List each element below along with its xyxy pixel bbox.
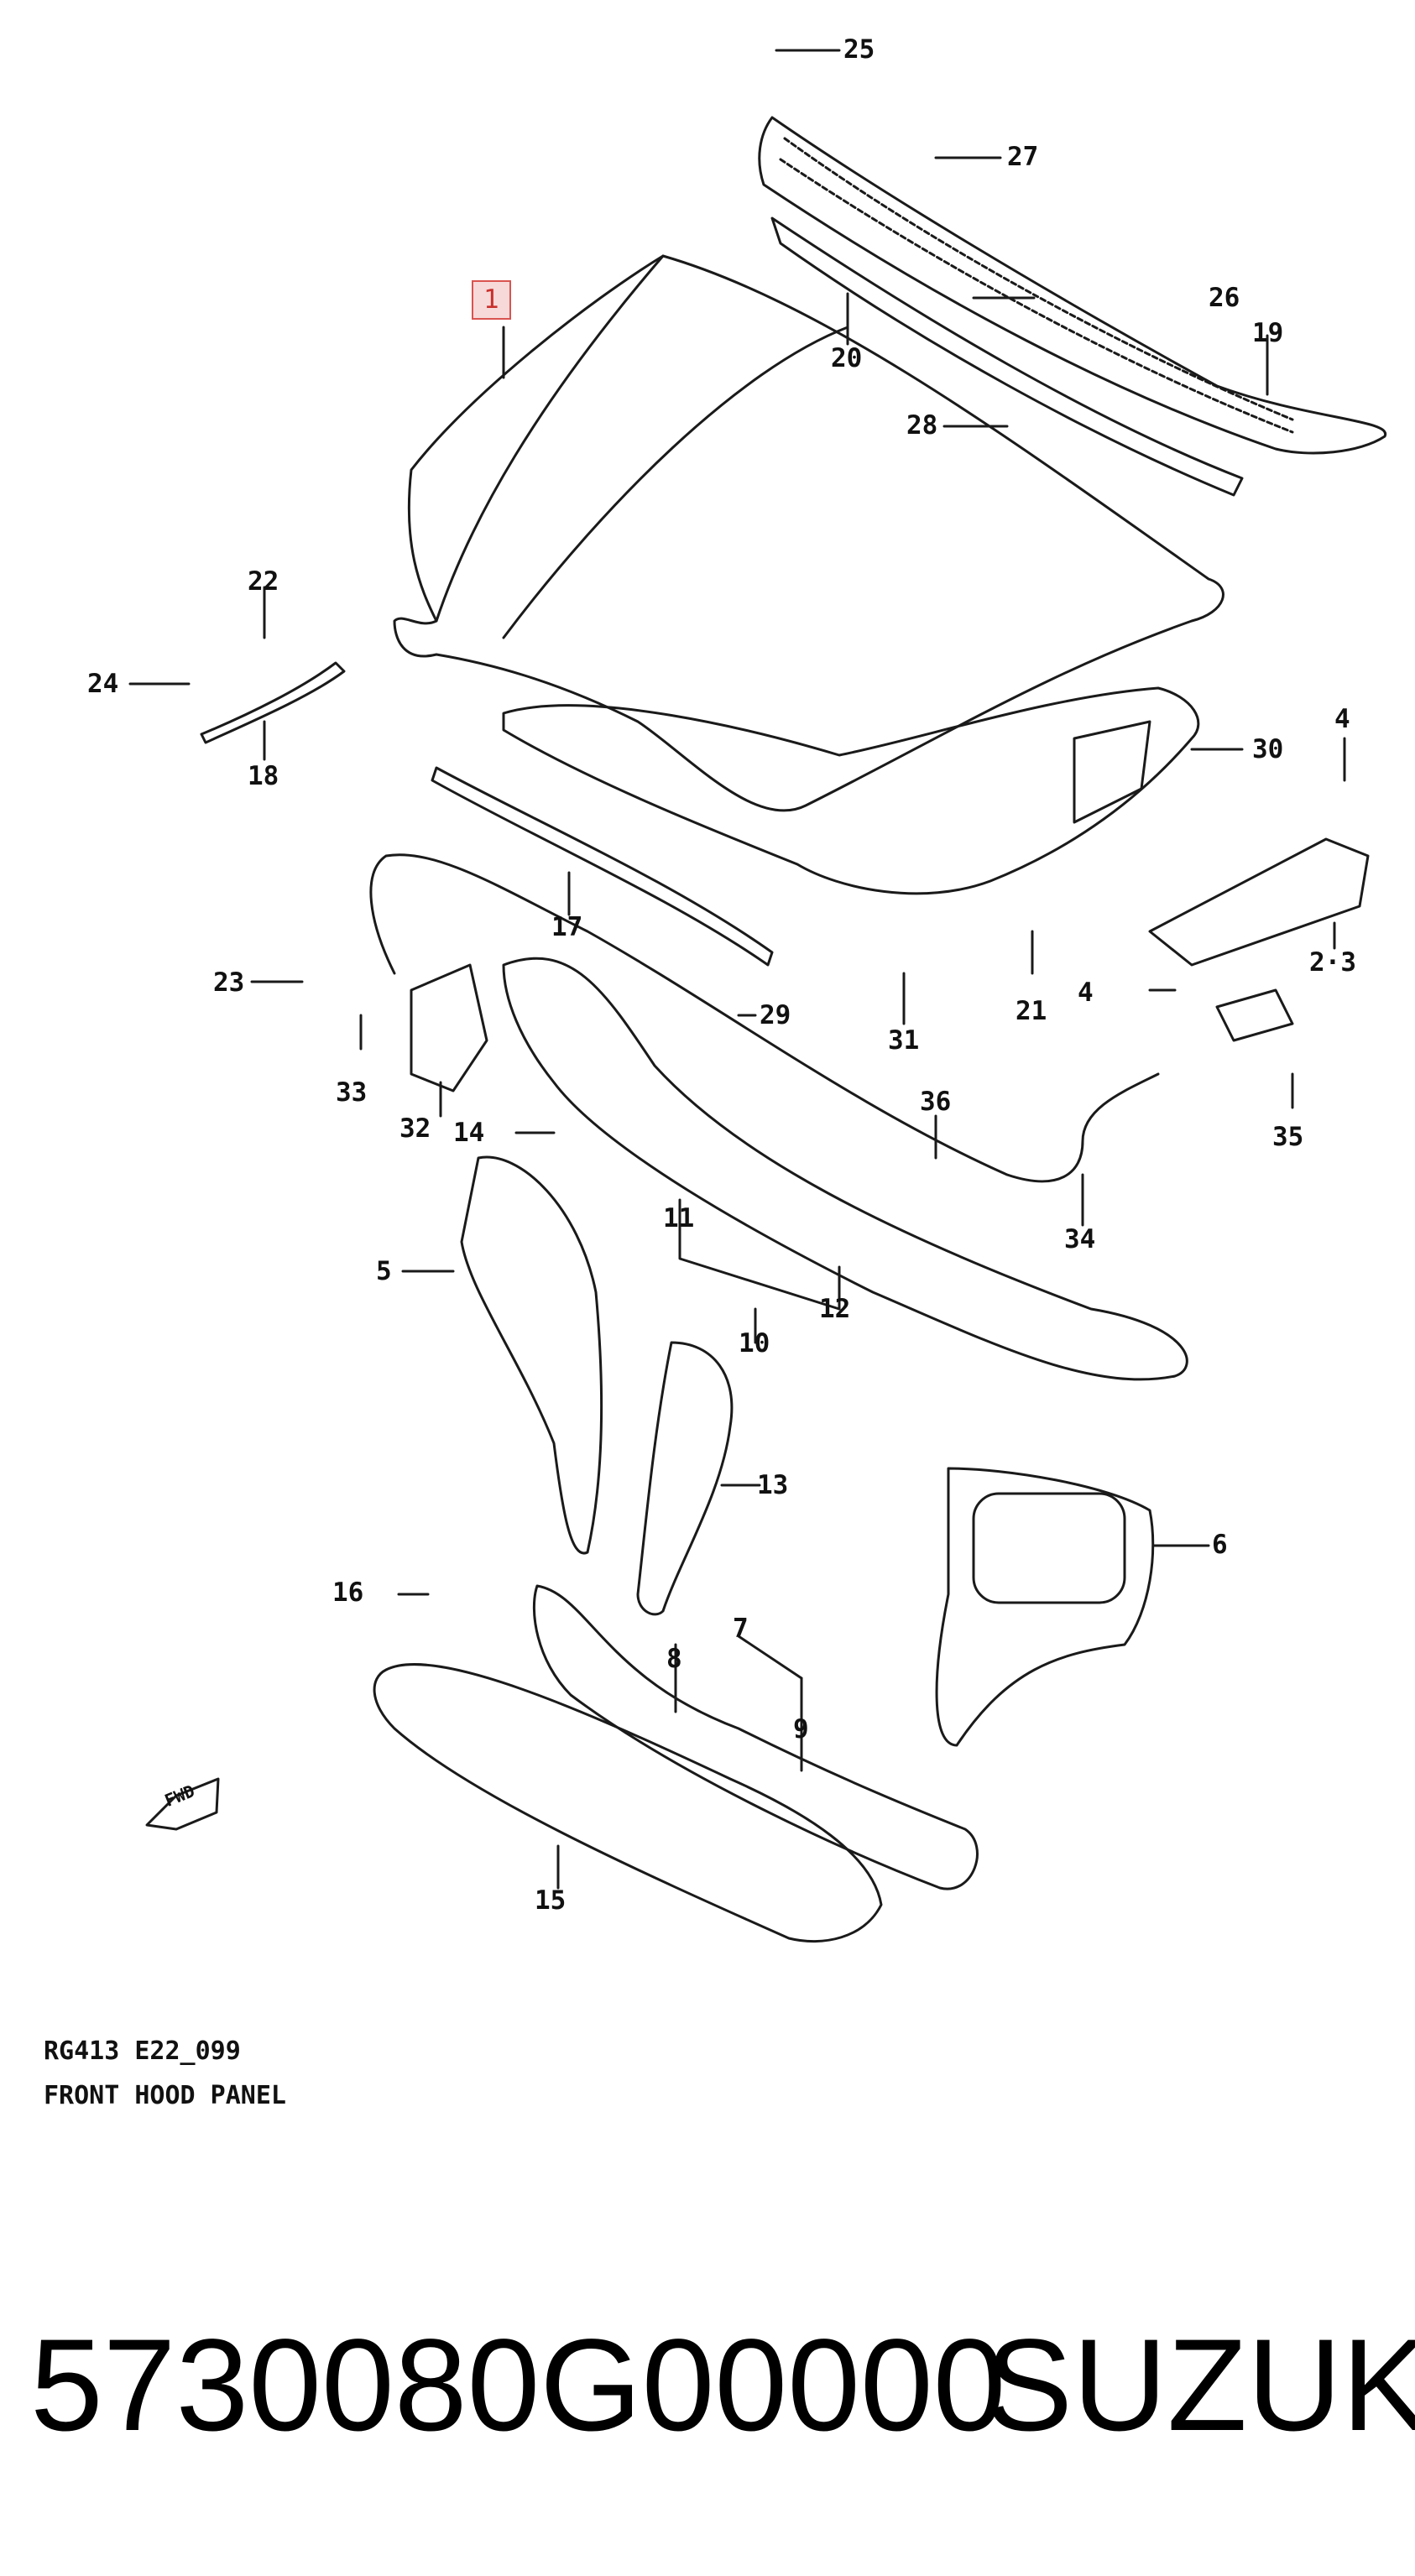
fwd-arrow	[145, 1777, 220, 1831]
callout-part-36[interactable]: 36	[920, 1087, 952, 1117]
callout-part-14[interactable]: 14	[453, 1118, 485, 1148]
callout-part-17[interactable]: 17	[551, 912, 583, 942]
callout-part-25[interactable]: 25	[843, 34, 875, 65]
part-hood-hinge	[1148, 837, 1370, 967]
callout-part-11[interactable]: 11	[663, 1203, 695, 1233]
part-upper-member	[502, 957, 1188, 1381]
callout-part-21[interactable]: 21	[1016, 996, 1047, 1026]
part-side-support-left	[460, 1155, 603, 1555]
callout-part-35[interactable]: 35	[1272, 1122, 1304, 1152]
callout-part-34[interactable]: 34	[1064, 1224, 1096, 1254]
callout-part-6[interactable]: 6	[1212, 1530, 1228, 1560]
callout-part-27[interactable]: 27	[1007, 142, 1039, 172]
callout-part-5[interactable]: 5	[376, 1256, 392, 1286]
callout-part-1[interactable]: 1	[472, 280, 511, 320]
diagram-code: RG413 E22_099	[44, 2036, 241, 2066]
part-side-support-right	[935, 1467, 1155, 1747]
parts-drawing	[128, 49, 1387, 1943]
part-hood-weatherstrip	[431, 766, 774, 967]
callout-part-32[interactable]: 32	[399, 1113, 431, 1144]
callout-part-22[interactable]: 22	[248, 566, 279, 597]
callout-part-10[interactable]: 10	[739, 1328, 770, 1358]
callout-part-16[interactable]: 16	[332, 1577, 364, 1608]
callout-part-12[interactable]: 12	[819, 1294, 851, 1324]
callout-part-33[interactable]: 33	[336, 1077, 368, 1108]
part-release-cable	[369, 853, 1160, 1183]
diagram-title: FRONT HOOD PANEL	[44, 2081, 286, 2110]
callout-part-30[interactable]: 30	[1252, 734, 1284, 764]
brand-name: SUZUKI	[985, 2313, 1415, 2459]
callout-part-15[interactable]: 15	[535, 1885, 567, 1916]
callout-part-31[interactable]: 31	[888, 1025, 920, 1056]
part-hood-stay	[200, 661, 346, 744]
callout-part-23[interactable]: 23	[213, 967, 245, 998]
part-lower-member	[532, 1584, 979, 1890]
callout-part-2-3[interactable]: 2·3	[1309, 947, 1356, 978]
callout-part-8[interactable]: 8	[666, 1644, 682, 1674]
callout-part-4-lower[interactable]: 4	[1078, 978, 1094, 1008]
part-hood-insulator	[502, 686, 1200, 895]
callout-part-4-upper[interactable]: 4	[1334, 704, 1350, 734]
part-cowl-seal	[770, 216, 1244, 497]
callout-part-18[interactable]: 18	[248, 761, 279, 791]
callout-part-13[interactable]: 13	[757, 1470, 789, 1500]
callout-part-9[interactable]: 9	[793, 1714, 809, 1744]
callout-part-28[interactable]: 28	[906, 410, 938, 441]
callout-part-29[interactable]: 29	[760, 1000, 791, 1030]
callout-part-7[interactable]: 7	[733, 1614, 749, 1644]
part-hood-panel	[393, 254, 1224, 812]
callout-part-19[interactable]: 19	[1252, 318, 1284, 348]
callout-part-24[interactable]: 24	[87, 669, 119, 699]
part-bumper-reinforcement	[373, 1663, 883, 1943]
part-cowl-grille	[758, 116, 1387, 455]
part-number: 5730080G00000	[30, 2313, 1006, 2459]
part-hood-lock	[410, 963, 488, 1092]
part-center-brace	[636, 1341, 734, 1616]
callout-part-26[interactable]: 26	[1209, 283, 1240, 313]
part-release-lever	[1215, 988, 1294, 1042]
parts-diagram: 1 2·3 4 4 5 6 7 8 9 10 11 12 13 14 15 16…	[44, 34, 1387, 2110]
callout-part-20[interactable]: 20	[831, 343, 863, 373]
